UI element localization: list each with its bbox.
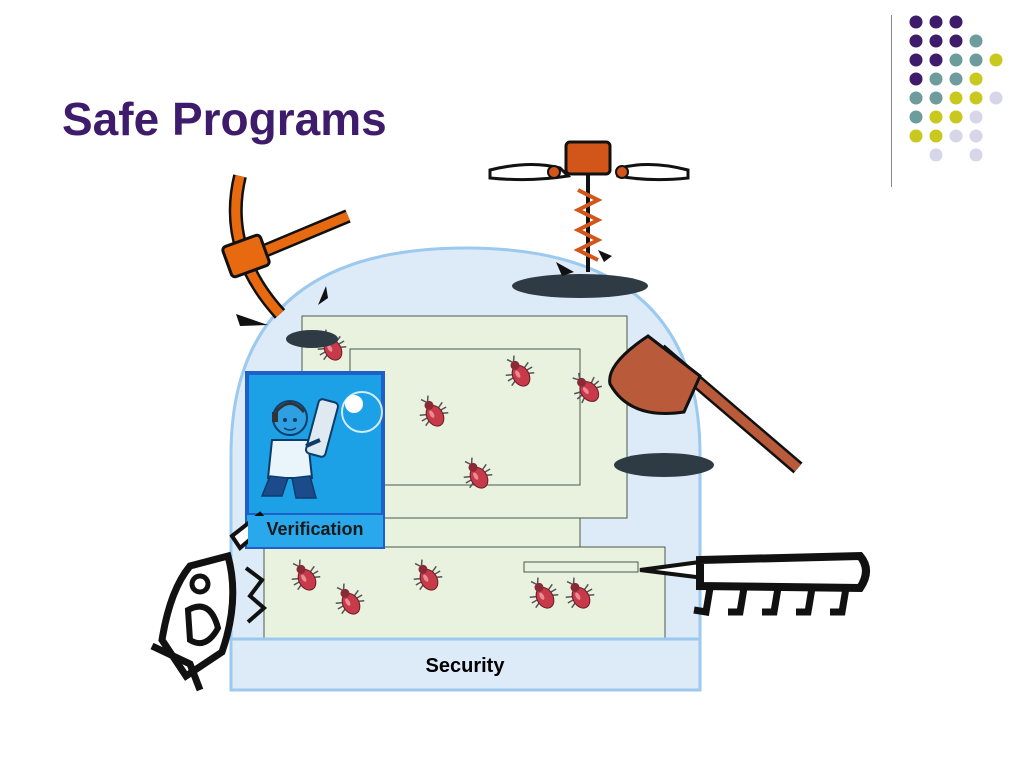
bug-icon (505, 355, 535, 387)
computer-base (263, 546, 666, 640)
decorative-dot (949, 15, 963, 29)
decorative-dot (969, 34, 983, 48)
decorative-dot (929, 91, 943, 105)
slide-title: Safe Programs (62, 93, 387, 145)
decorative-dot (949, 129, 963, 143)
pickaxe-icon (221, 174, 351, 348)
decorative-dot (949, 34, 963, 48)
decorative-dot (929, 34, 943, 48)
bug-group (291, 329, 603, 615)
decorative-dot (969, 53, 983, 67)
bug-icon (291, 559, 321, 591)
decorative-dot (989, 53, 1003, 67)
decorative-dot (909, 72, 923, 86)
bug-icon (463, 457, 493, 489)
security-band (229, 637, 702, 692)
axe-icon (608, 334, 803, 477)
decorative-dot (929, 110, 943, 124)
decorative-dot (909, 129, 923, 143)
decorative-dot (909, 91, 923, 105)
decorative-divider (891, 15, 892, 187)
rake-icon (639, 551, 870, 617)
decorative-dot (909, 34, 923, 48)
decorative-dot (929, 72, 943, 86)
bug-icon (572, 372, 603, 404)
decorative-dot (909, 53, 923, 67)
bug-icon (419, 395, 449, 427)
decorative-dot (969, 129, 983, 143)
decorative-dot (969, 91, 983, 105)
decorative-dot (989, 91, 1003, 105)
decorative-dot-grid (909, 15, 1003, 162)
decorative-dot (929, 148, 943, 162)
decorative-dot (929, 53, 943, 67)
decorative-dot (949, 53, 963, 67)
decorative-dot (909, 110, 923, 124)
bug-icon (413, 559, 443, 591)
verification-label: Verification (248, 516, 382, 546)
disk-drive-slot (523, 561, 639, 573)
developer-figure-icon (260, 391, 383, 499)
decorative-dot (969, 72, 983, 86)
decorative-dot (969, 148, 983, 162)
decorative-dot (929, 129, 943, 143)
decorative-dot (969, 110, 983, 124)
auger-drill-icon (488, 140, 690, 298)
security-label: Security (425, 655, 505, 677)
decorative-dot (929, 15, 943, 29)
bug-icon (529, 577, 559, 609)
jackhammer-icon (150, 511, 271, 692)
bug-icon (335, 583, 365, 615)
bug-icon (565, 577, 595, 609)
decorative-dot (909, 15, 923, 29)
decorative-dot (949, 91, 963, 105)
decorative-dot (949, 110, 963, 124)
decorative-dot (949, 72, 963, 86)
